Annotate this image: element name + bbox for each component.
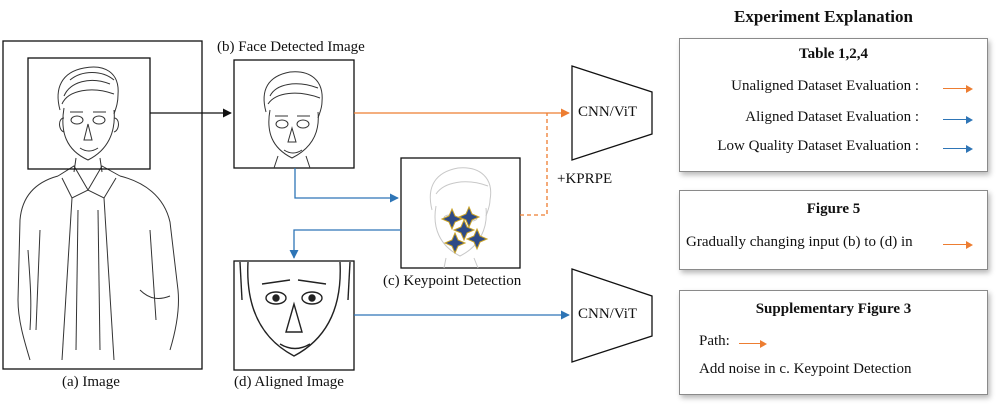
label-aligned-image: (d) Aligned Image [234, 374, 344, 390]
blue-arrow-key [943, 115, 973, 125]
panel-supplementary: Supplementary Figure 3 Path: Add noise i… [679, 290, 988, 395]
item-path: Path: [699, 333, 730, 349]
explanation-heading: Experiment Explanation [734, 7, 913, 26]
item-aligned: Aligned Dataset Evaluation : [745, 109, 919, 125]
kprpe-dashed-path [520, 113, 548, 216]
panel-title-table: Table 1,2,4 [798, 46, 869, 62]
item-low-quality: Low Quality Dataset Evaluation : [717, 138, 919, 154]
item-unaligned: Unaligned Dataset Evaluation : [731, 78, 919, 94]
panel-title-supplementary: Supplementary Figure 3 [755, 301, 912, 317]
orange-arrow-key [943, 240, 973, 250]
label-face-detected: (b) Face Detected Image [217, 39, 365, 55]
blue-arrow-key [943, 144, 973, 154]
aligned-image [233, 260, 355, 371]
panel-figure-5: Figure 5 Gradually changing input (b) to… [679, 190, 988, 270]
label-cnn-vit-bottom: CNN/ViT [578, 306, 638, 322]
label-cnn-vit-top: CNN/ViT [578, 104, 638, 120]
cnn-vit-bottom-block [571, 268, 653, 363]
keypoint-markers [440, 205, 489, 255]
face-detected-image [233, 59, 355, 169]
full-body-image [2, 40, 203, 370]
orange-arrow-key [739, 339, 767, 349]
panel-table-1-2-4: Table 1,2,4 Unaligned Dataset Evaluation… [679, 38, 988, 172]
item-figure5: Gradually changing input (b) to (d) in [686, 234, 913, 250]
label-keypoint-detection: (c) Keypoint Detection [383, 273, 522, 289]
panel-title-figure5: Figure 5 [806, 201, 861, 217]
item-add-noise: Add noise in c. Keypoint Detection [699, 361, 912, 377]
alignment-path-arrow [289, 229, 401, 259]
cnn-vit-top-block [571, 65, 653, 161]
label-kprpe: +KPRPE [557, 171, 613, 187]
label-image: (a) Image [62, 374, 120, 390]
keypoint-path-arrow [294, 168, 399, 203]
keypoint-detection-image [400, 157, 521, 269]
orange-arrow-key [943, 84, 973, 94]
